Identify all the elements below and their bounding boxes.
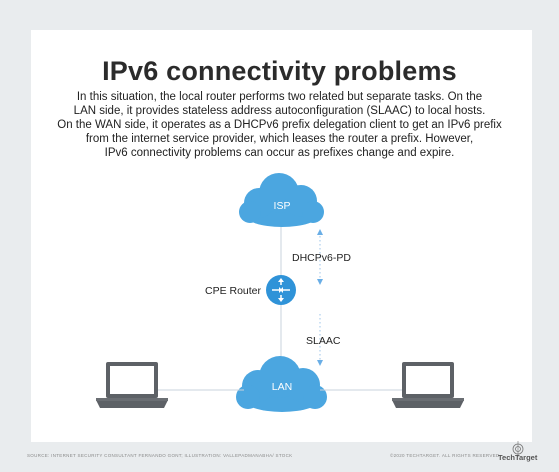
dhcp-double-arrow (317, 229, 323, 285)
brand-name: TechTarget (498, 453, 538, 462)
left-laptop-icon (96, 362, 168, 408)
router-icon (266, 275, 296, 305)
isp-label: ISP (273, 200, 291, 212)
right-laptop-icon (392, 362, 464, 408)
source-credit: SOURCE: INTERNET SECURITY CONSULTANT FER… (27, 453, 293, 458)
copyright: ©2020 TECHTARGET. ALL RIGHTS RESERVED (390, 453, 500, 458)
isp-cloud-icon (239, 173, 324, 227)
description-line: On the WAN side, it operates as a DHCPv6… (57, 119, 502, 131)
description-line: IPv6 connectivity problems can occur as … (104, 147, 455, 159)
lan-label: LAN (271, 381, 293, 393)
dhcp-label: DHCPv6-PD (292, 252, 351, 264)
description-line: from the internet service provider, whic… (85, 133, 474, 145)
page-title: IPv6 connectivity problems (102, 56, 457, 86)
description-line: LAN side, it provides stateless address … (73, 105, 486, 117)
description-line: In this situation, the local router perf… (76, 91, 483, 103)
description: In this situation, the local router perf… (40, 90, 519, 160)
router-label: CPE Router (205, 285, 262, 297)
slaac-arrow (317, 314, 323, 366)
techtarget-logo-icon (512, 441, 524, 457)
lan-cloud-icon (236, 356, 327, 412)
slaac-label: SLAAC (306, 335, 341, 347)
